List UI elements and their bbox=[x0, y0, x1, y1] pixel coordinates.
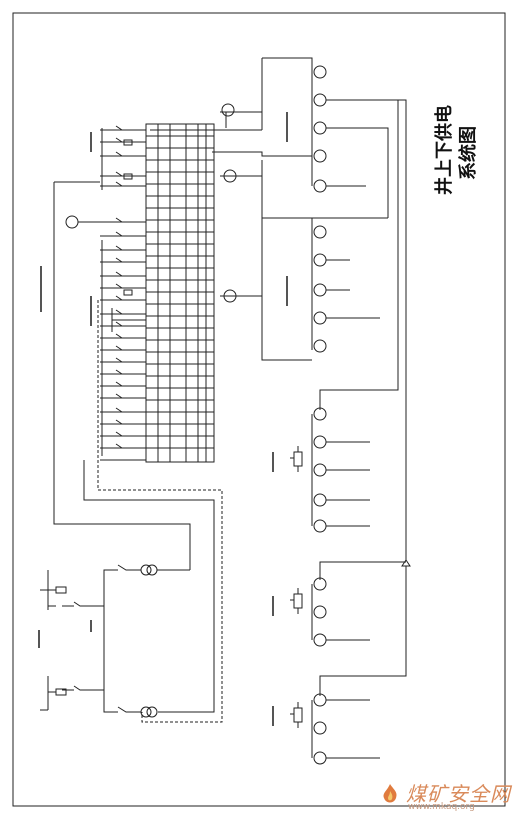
substation-lower-1 bbox=[290, 100, 399, 533]
feeder-switches bbox=[100, 125, 146, 456]
diagram-title: 井上下供电 系统图 bbox=[428, 100, 490, 195]
transformer-upper bbox=[103, 564, 190, 606]
substation-lower-3 bbox=[290, 566, 407, 765]
minor-label bbox=[286, 276, 288, 306]
minor-label bbox=[90, 132, 92, 152]
incoming-lines bbox=[40, 570, 105, 711]
main-feed-lines bbox=[53, 181, 223, 723]
minor-label bbox=[272, 596, 274, 616]
minor-label bbox=[272, 452, 274, 472]
minor-label bbox=[90, 296, 92, 326]
watermark-brand: 煤矿安全网 bbox=[406, 782, 511, 806]
title-line-1: 井上下供电 bbox=[434, 105, 455, 195]
minor-label bbox=[286, 112, 288, 142]
switchgear-busbar-table bbox=[145, 123, 215, 463]
minor-label bbox=[38, 630, 40, 648]
minor-label bbox=[272, 706, 274, 726]
transformer-lower bbox=[103, 690, 158, 718]
watermark: 煤矿安全网 www.mkaq.org bbox=[378, 778, 511, 818]
title-line-2: 系统图 bbox=[458, 126, 479, 180]
flame-logo-icon bbox=[383, 784, 397, 803]
minor-label bbox=[90, 620, 92, 632]
substation-lower-2 bbox=[290, 559, 411, 647]
bus-upper bbox=[150, 57, 407, 560]
bus-middle bbox=[220, 160, 388, 361]
generator-symbol bbox=[65, 215, 79, 229]
watermark-url: www.mkaq.org bbox=[408, 802, 475, 812]
diagram-border bbox=[12, 12, 506, 807]
minor-label bbox=[40, 266, 42, 312]
